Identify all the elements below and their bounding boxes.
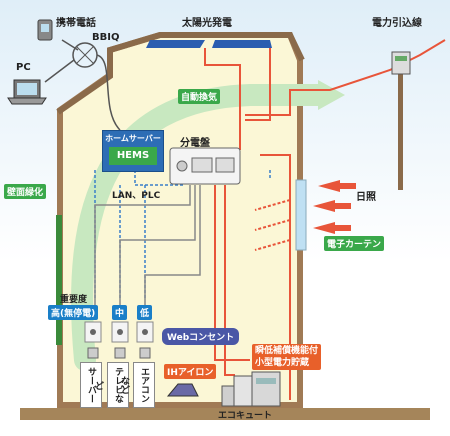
outlet-high xyxy=(84,321,102,343)
storage-line xyxy=(214,185,250,361)
heat-arrows xyxy=(254,199,291,251)
plug-low xyxy=(139,347,151,359)
bbiq-label: BBIQ xyxy=(92,32,120,43)
ventilation-arrow-head xyxy=(318,80,345,110)
ih-iron-label: IHアイロン xyxy=(164,364,217,379)
solar-line-2 xyxy=(245,48,271,121)
pc-icon xyxy=(7,79,47,105)
outlet-tv-label: テレビなど xyxy=(93,362,129,408)
solar-label: 太陽光発電 xyxy=(182,18,232,29)
ih-iron-icon xyxy=(166,383,199,397)
power-pole xyxy=(398,70,403,190)
mobile-label: 携帯電話 xyxy=(56,18,96,29)
curtain-label: 電子カーテン xyxy=(324,236,385,251)
solar-panel-right xyxy=(212,40,272,48)
incoming-power-line xyxy=(245,39,446,116)
power-riser xyxy=(260,154,291,400)
auto-vent-label: 自動換気 xyxy=(178,89,221,104)
ecocute-label: エコキュート xyxy=(218,411,273,421)
outlet-low xyxy=(136,321,154,343)
wall-green-label: 壁面緑化 xyxy=(4,184,47,199)
sunlight-arrows xyxy=(313,180,356,234)
outlet-aircon-label: エアコンなど xyxy=(119,362,155,408)
plug-mid xyxy=(114,347,126,359)
mobile-link xyxy=(61,39,79,51)
solar-panel-left xyxy=(146,40,205,48)
circuit-mid xyxy=(119,185,196,320)
pc-label: PC xyxy=(16,62,31,73)
ecocute-line xyxy=(224,185,235,376)
lan-plc-label: LAN、PLC xyxy=(112,191,161,201)
hems-label: HEMS xyxy=(109,147,157,165)
power-meter-icon xyxy=(391,51,411,75)
electronic-curtain xyxy=(295,179,307,251)
lan-line xyxy=(134,170,185,186)
wall-greenery xyxy=(56,215,62,345)
circuit-high xyxy=(94,185,191,320)
sunlight-label: 日照 xyxy=(356,192,376,203)
panel-label: 分電盤 xyxy=(180,138,210,149)
distribution-panel-icon xyxy=(169,147,241,185)
importance-low-label: 低 xyxy=(137,305,153,320)
pc-link xyxy=(44,59,75,83)
outlet-server-label: サーバー xyxy=(80,362,102,408)
mobile-phone-icon xyxy=(37,19,53,41)
globe-line-2 xyxy=(75,45,95,65)
ecocute-icon xyxy=(221,375,253,407)
outlet-mid xyxy=(111,321,129,343)
importance-mid-label: 中 xyxy=(112,305,128,320)
home-server-label: ホームサーバー xyxy=(105,134,161,143)
importance-label: 重要度 xyxy=(60,295,88,305)
ground xyxy=(20,408,430,420)
home-server-box: ホームサーバー HEMS xyxy=(102,130,164,172)
web-outlet-label: Webコンセント xyxy=(162,328,240,345)
storage-label: 瞬低補償機能付 小型電力貯蔵 xyxy=(252,344,322,370)
power-line-label: 電力引込線 xyxy=(372,18,422,29)
bbiq-link xyxy=(96,54,121,131)
solar-line xyxy=(204,48,241,150)
importance-high-label: 高(無停電) xyxy=(48,305,99,320)
storage-unit-icon xyxy=(251,371,281,407)
house-roof xyxy=(56,32,305,115)
circuit-low xyxy=(144,185,201,320)
plug-high xyxy=(87,347,99,359)
